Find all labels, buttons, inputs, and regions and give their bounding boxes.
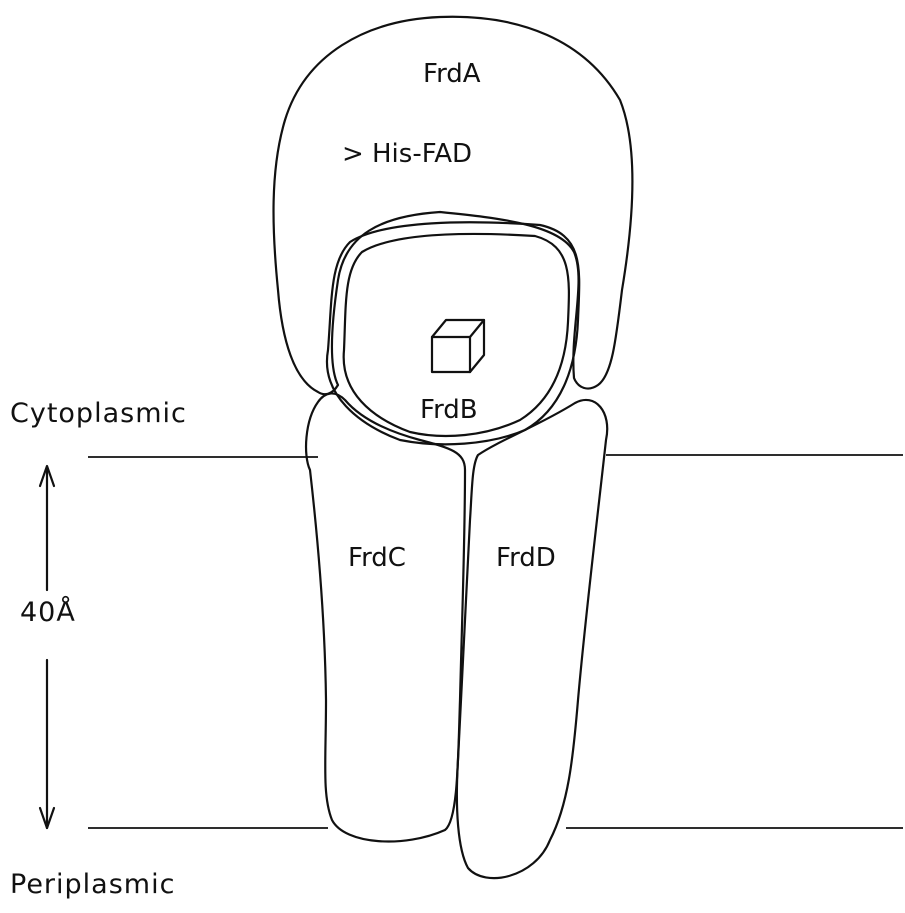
frdd-outline [457, 400, 607, 878]
membrane-thickness-label: 40Å [20, 596, 76, 628]
cytoplasmic-side-label: Cytoplasmic [10, 398, 187, 429]
fad-marker: > [342, 139, 364, 169]
frda-label: FrdA [423, 59, 481, 89]
cofactor-label: His-FAD [372, 139, 472, 169]
frdd-label: FrdD [496, 543, 556, 573]
frdc-outline [306, 393, 465, 841]
periplasmic-side-label: Periplasmic [10, 869, 175, 900]
frdc-label: FrdC [348, 543, 406, 573]
frdb-label: FrdB [420, 395, 478, 425]
iron-sulfur-cube-icon [432, 320, 484, 372]
